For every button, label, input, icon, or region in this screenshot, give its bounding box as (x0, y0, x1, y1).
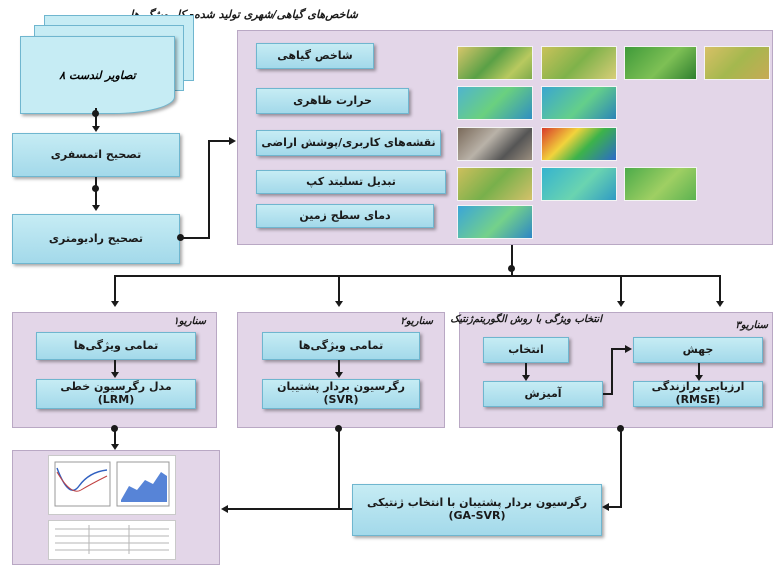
connector (338, 360, 340, 374)
radiometric-correction-label: تصحیح رادیومتری (48, 231, 144, 245)
flow-arrow-icon (92, 205, 100, 211)
scenario1-features-box: تمامی ویژگی‌ها (36, 332, 196, 360)
ga-mutation-box: جهش (633, 337, 763, 363)
satellite-thumbnail (541, 86, 617, 120)
ga-crossover-box: آمیزش (483, 381, 603, 407)
connector (611, 348, 613, 395)
connector (338, 275, 340, 303)
feature-label: دمای سطح زمین (299, 208, 391, 222)
landsat-label: تصاویر لندست ۸ (59, 68, 136, 82)
satellite-thumbnail (457, 86, 533, 120)
flow-dot (92, 185, 99, 192)
flow-arrow-icon (111, 372, 119, 378)
connector (114, 275, 116, 303)
satellite-thumbnail (457, 46, 533, 80)
satellite-thumbnail (541, 46, 617, 80)
satellite-thumbnail (624, 167, 697, 201)
connector (525, 363, 527, 377)
connector (228, 508, 352, 510)
connector (620, 428, 622, 508)
flow-arrow-icon (602, 503, 609, 511)
apparent-temperature-box: حرارت ظاهری (256, 88, 409, 114)
scenario2-panel (237, 312, 445, 428)
scenario1-title: سناریو۱ (173, 316, 206, 327)
flow-arrow-icon (617, 301, 625, 307)
connector (603, 393, 613, 395)
landuse-landcover-box: نقشه‌های کاربری/پوشش اراضی (256, 130, 441, 156)
vegetation-index-box: شاخص گیاهی (256, 43, 374, 69)
connector (114, 428, 116, 446)
connector (95, 108, 97, 128)
flow-arrow-icon (335, 372, 343, 378)
scenario2-features-label: تمامی ویژگی‌ها (298, 338, 384, 352)
ga-svr-label: رگرسیون بردار پشتیبان با انتخاب ژنتیکی (… (366, 496, 588, 522)
flow-dot (92, 110, 99, 117)
feature-label: نقشه‌های کاربری/پوشش اراضی (261, 135, 436, 149)
scenario1-features-label: تمامی ویژگی‌ها (73, 338, 159, 352)
satellite-thumbnail (624, 46, 697, 80)
scenario3-panel (459, 312, 773, 428)
satellite-thumbnail (457, 205, 533, 239)
ga-mutation-label: جهش (682, 342, 714, 356)
satellite-thumbnail (541, 127, 617, 161)
scenario2-features-box: تمامی ویژگی‌ها (262, 332, 420, 360)
connector (180, 237, 210, 239)
ga-select-box: انتخاب (483, 337, 569, 363)
scenario1-model-box: مدل رگرسیون خطی (LRM) (36, 379, 196, 409)
ga-fitness-box: ارزیابی برازندگی (RMSE) (633, 380, 763, 407)
flow-arrow-icon (522, 375, 530, 381)
connector (338, 428, 340, 508)
connector (114, 360, 116, 374)
land-surface-temp-box: دمای سطح زمین (256, 204, 434, 228)
ga-select-label: انتخاب (508, 342, 544, 356)
connector (511, 245, 513, 275)
flow-arrow-icon (111, 444, 119, 450)
landsat-images-box: تصاویر لندست ۸ (20, 36, 175, 114)
scenario2-model-label: رگرسیون بردار پشتیبان (SVR) (277, 380, 405, 406)
flow-arrow-icon (221, 505, 228, 513)
result-table-icon (55, 525, 169, 554)
result-table-icon (48, 520, 176, 560)
feature-label: تبدیل تسلیتد کپ (306, 174, 396, 188)
flow-arrow-icon (229, 137, 236, 145)
flow-arrow-icon (111, 301, 119, 307)
connector (719, 275, 721, 303)
connector (208, 140, 230, 142)
satellite-thumbnail (541, 167, 617, 201)
scenario3-title: سناریو۳ (735, 320, 768, 331)
connector (620, 275, 622, 303)
tasseled-cap-box: تبدیل تسلیتد کپ (256, 170, 446, 194)
ga-svr-box: رگرسیون بردار پشتیبان با انتخاب ژنتیکی (… (352, 484, 602, 536)
scenario3-subtitle: انتخاب ویژگی‌ با روش الگوریتم‌ژنتیک (450, 314, 602, 325)
feature-label: شاخص گیاهی (277, 48, 353, 62)
flow-arrow-icon (695, 375, 703, 381)
ga-crossover-label: آمیزش (524, 386, 562, 400)
flow-arrow-icon (92, 126, 100, 132)
ga-fitness-label: ارزیابی برازندگی (RMSE) (651, 380, 745, 406)
connector (95, 177, 97, 207)
connector (698, 363, 700, 377)
flow-arrow-icon (335, 301, 343, 307)
radiometric-correction-box: تصحیح رادیومتری (12, 214, 180, 264)
satellite-thumbnail (704, 46, 770, 80)
atmospheric-correction-label: تصحیح اتمسفری (50, 147, 142, 161)
scenario2-model-box: رگرسیون بردار پشتیبان (SVR) (262, 379, 420, 409)
flow-arrow-icon (625, 345, 632, 353)
satellite-thumbnail (457, 167, 533, 201)
connector (114, 275, 721, 277)
connector (208, 140, 210, 239)
connector (611, 348, 626, 350)
result-plot-icon (48, 455, 176, 515)
atmospheric-correction-box: تصحیح اتمسفری (12, 133, 180, 177)
connector (608, 506, 622, 508)
scenario2-title: سناریو۲ (400, 316, 433, 327)
feature-label: حرارت ظاهری (293, 93, 372, 107)
result-plot-icon (54, 461, 170, 507)
satellite-thumbnail (457, 127, 533, 161)
flow-arrow-icon (716, 301, 724, 307)
scenario1-model-label: مدل رگرسیون خطی (LRM) (60, 380, 172, 406)
